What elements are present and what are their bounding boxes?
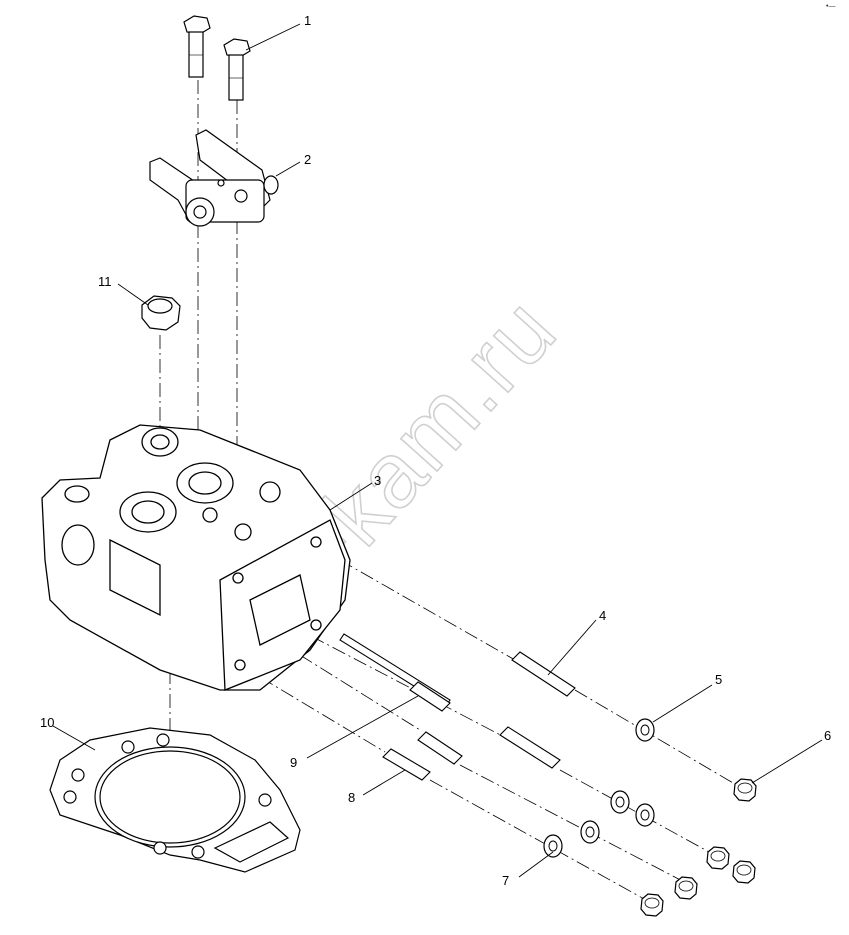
callout-4: 4 <box>599 608 606 623</box>
callout-6: 6 <box>824 728 831 743</box>
part-9-long-stud <box>339 633 561 769</box>
callout-leader-lines <box>52 23 823 878</box>
part-11-plug <box>141 295 181 331</box>
part-10-gasket <box>49 727 301 873</box>
corner-mark: •— <box>826 3 835 10</box>
callout-2: 2 <box>304 152 311 167</box>
part-8-short-studs <box>382 731 463 781</box>
callout-11: 11 <box>98 274 112 289</box>
callout-5: 5 <box>715 672 722 687</box>
part-6-nuts <box>640 778 757 917</box>
callout-1: 1 <box>304 13 311 28</box>
callout-10: 10 <box>40 715 54 730</box>
callout-labels: 1 2 3 4 5 6 7 8 9 10 11 <box>40 13 831 888</box>
part-1-bolts <box>183 15 251 101</box>
callout-7: 7 <box>502 873 509 888</box>
part-4-stud <box>511 651 576 697</box>
callout-3: 3 <box>374 473 381 488</box>
callout-9: 9 <box>290 755 297 770</box>
part-5-7-washers <box>543 718 655 858</box>
part-3-cylinder-head <box>41 424 351 691</box>
part-2-rocker-arm-assembly <box>149 129 279 227</box>
callout-8: 8 <box>348 790 355 805</box>
